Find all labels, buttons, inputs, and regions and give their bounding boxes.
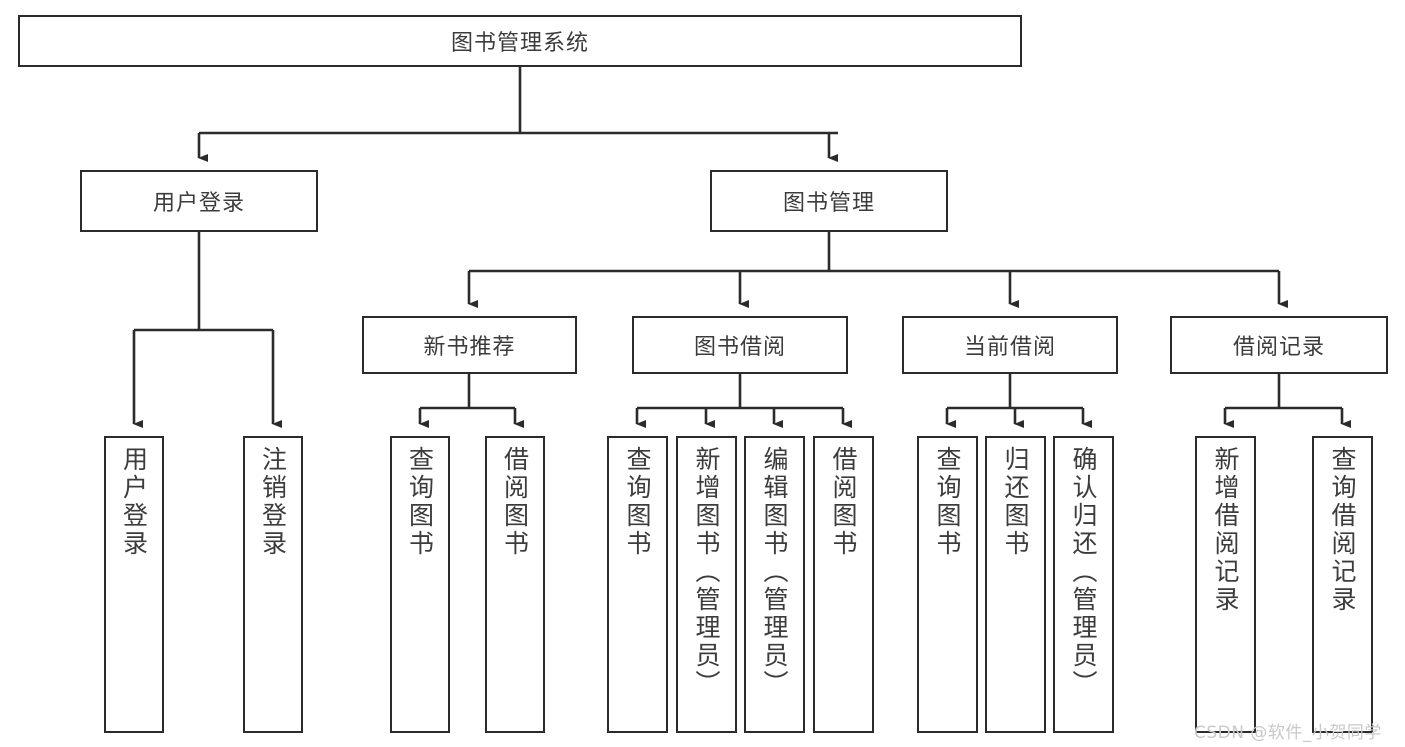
node-borrow-record-label: 借阅记录 [1232,335,1325,360]
node-book-borrow[interactable]: 图书借阅 [632,316,848,374]
node-leaf-query-borrow-record-label: 查询借阅记录 [1328,446,1357,614]
node-leaf-query-book-recommend-label: 查询图书 [405,446,435,558]
node-leaf-query-book-borrow-label: 查询图书 [623,446,652,558]
node-leaf-return-book[interactable]: 归还图书 [985,436,1046,733]
node-leaf-query-book-current-label: 查询图书 [933,446,962,558]
node-user-login[interactable]: 用户登录 [80,170,318,232]
node-leaf-query-book-borrow[interactable]: 查询图书 [607,436,668,733]
node-leaf-borrow-book-recommend-label: 借阅图书 [500,446,530,558]
node-book-borrow-label: 图书借阅 [693,335,786,360]
node-leaf-add-book-admin-label: 新增图书（管理员） [692,446,721,698]
node-leaf-add-borrow-record-label: 新增借阅记录 [1211,446,1240,614]
node-root-label: 图书管理系统 [450,31,589,56]
node-leaf-user-login-label: 用户登录 [119,446,149,558]
node-leaf-borrow-book[interactable]: 借阅图书 [813,436,874,733]
node-leaf-return-book-label: 归还图书 [1001,446,1030,558]
node-leaf-add-borrow-record[interactable]: 新增借阅记录 [1195,436,1256,733]
node-leaf-borrow-book-recommend[interactable]: 借阅图书 [485,436,545,733]
node-current-borrow-label: 当前借阅 [963,335,1056,360]
node-leaf-edit-book-admin[interactable]: 编辑图书（管理员） [744,436,805,733]
node-leaf-confirm-return-admin-label: 确认归还（管理员） [1069,446,1098,698]
node-user-login-label: 用户登录 [152,191,245,216]
node-book-manage-label: 图书管理 [782,191,875,216]
node-current-borrow[interactable]: 当前借阅 [902,316,1118,374]
node-leaf-query-borrow-record[interactable]: 查询借阅记录 [1312,436,1373,733]
node-leaf-query-book-current[interactable]: 查询图书 [917,436,978,733]
node-leaf-logout[interactable]: 注销登录 [243,436,303,733]
node-leaf-borrow-book-label: 借阅图书 [829,446,858,558]
node-leaf-confirm-return-admin[interactable]: 确认归还（管理员） [1053,436,1114,733]
node-new-book-recommend[interactable]: 新书推荐 [362,316,577,374]
node-leaf-query-book-recommend[interactable]: 查询图书 [390,436,450,733]
node-leaf-edit-book-admin-label: 编辑图书（管理员） [760,446,789,698]
node-new-book-recommend-label: 新书推荐 [423,335,516,360]
node-book-manage[interactable]: 图书管理 [710,170,948,232]
node-leaf-logout-label: 注销登录 [258,446,288,558]
node-leaf-add-book-admin[interactable]: 新增图书（管理员） [676,436,737,733]
node-leaf-user-login[interactable]: 用户登录 [104,436,164,733]
node-borrow-record[interactable]: 借阅记录 [1170,316,1388,374]
node-root[interactable]: 图书管理系统 [18,15,1022,67]
